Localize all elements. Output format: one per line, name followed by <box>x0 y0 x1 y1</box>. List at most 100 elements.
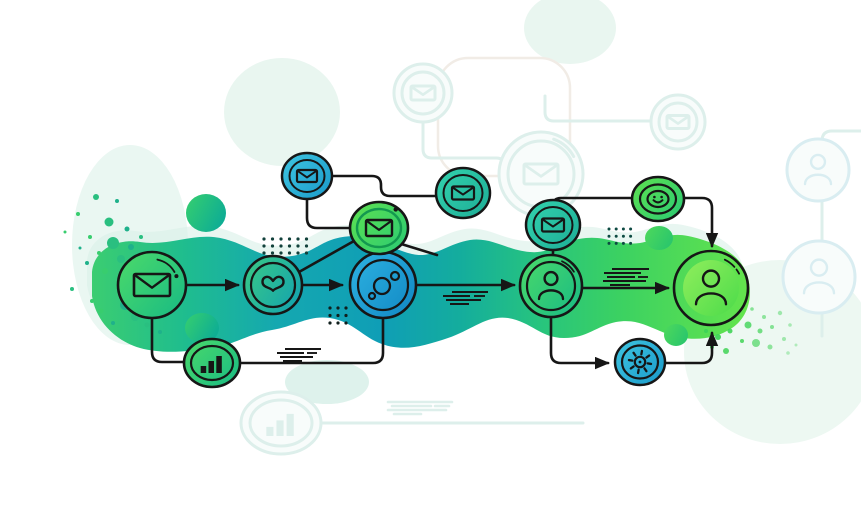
scatter-dot <box>727 328 733 334</box>
grid-dot <box>262 237 266 241</box>
grid-dot <box>629 227 633 231</box>
green-blob <box>645 226 673 250</box>
grid-dot <box>607 234 611 238</box>
scatter-dot <box>786 351 790 355</box>
node-inner-ring <box>638 183 678 215</box>
bar-chart-icon <box>266 413 294 436</box>
scatter-dot <box>70 287 74 291</box>
node-mail-mid <box>434 166 492 220</box>
node-member <box>672 249 750 327</box>
person-icon <box>694 269 728 306</box>
node-inner-ring <box>249 261 297 309</box>
node-layer <box>116 151 750 389</box>
envelope-icon <box>409 84 437 102</box>
node-email-start <box>116 250 188 320</box>
connector-analytics-to-share <box>239 317 385 365</box>
grid-dot <box>262 244 266 248</box>
scatter-dot <box>715 334 721 340</box>
ghost-node-person-a <box>785 137 851 203</box>
grid-dot <box>607 241 611 245</box>
connector-gear-to-member <box>664 331 719 365</box>
scatter-dot <box>767 344 773 350</box>
connector-person-to-gear <box>549 316 610 370</box>
grid-dot <box>262 251 266 255</box>
envelope-icon <box>450 185 476 201</box>
grid-dot <box>287 251 292 255</box>
node-inner-ring <box>400 70 446 116</box>
scatter-dot <box>777 310 783 316</box>
node-analytics <box>182 337 242 389</box>
accent-arc <box>723 258 736 268</box>
node-inbox <box>524 198 582 252</box>
wash-blob <box>224 58 340 166</box>
node-gear <box>613 337 667 387</box>
grid-dot <box>287 244 292 248</box>
scatter-dot <box>782 337 786 341</box>
scatter-dot <box>124 226 130 232</box>
scatter-dot <box>794 343 798 347</box>
scatter-dot <box>88 235 92 239</box>
accent-arc <box>561 260 575 273</box>
scatter-dot <box>158 330 162 334</box>
envelope-icon <box>364 218 394 238</box>
grid-dot <box>344 321 348 325</box>
node-inner-ring <box>620 344 660 380</box>
scatter-dot <box>740 339 744 343</box>
scatter-dot <box>76 212 80 216</box>
text-lines <box>443 291 488 305</box>
grid-dot <box>328 313 332 318</box>
connector-email-down-elbow <box>150 317 185 364</box>
scatter-dot <box>104 217 114 227</box>
bar-chart-icon <box>200 356 222 373</box>
person-icon <box>803 153 833 186</box>
scatter-dot <box>90 299 94 303</box>
scatter-dot <box>102 268 108 274</box>
ghost-node-mail-b <box>649 93 707 151</box>
gear-icon <box>627 349 653 375</box>
grid-dot <box>304 237 309 241</box>
scatter-dot <box>144 322 150 328</box>
grid-dot <box>614 241 618 245</box>
scatter-dot <box>128 244 134 250</box>
scatter-dot <box>115 199 119 203</box>
ghost-node-person-b <box>781 239 857 315</box>
grid-dot <box>629 241 633 245</box>
node-inner-ring <box>355 207 403 249</box>
scatter-dot <box>97 251 101 255</box>
decoration-layer <box>63 194 798 355</box>
scatter-dot <box>85 261 89 265</box>
dot-grid <box>328 306 348 325</box>
wash-blob <box>285 360 369 404</box>
scatter-dot <box>752 339 760 347</box>
node-ring <box>672 249 750 327</box>
accent-arc <box>735 268 740 275</box>
grid-dot <box>621 234 625 238</box>
grid-dot <box>621 227 625 231</box>
grid-dot <box>296 251 300 255</box>
dot-grid <box>607 227 633 245</box>
scatter-dot <box>723 348 729 354</box>
grid-dot <box>287 237 292 241</box>
grid-dot <box>296 237 300 241</box>
grid-dot <box>304 244 309 248</box>
node-inner-ring <box>189 344 235 382</box>
scatter-dot <box>98 308 104 314</box>
accent-arc <box>156 258 176 273</box>
wash-blob <box>524 0 616 64</box>
grid-dot <box>328 306 332 310</box>
grid-dot <box>270 237 275 241</box>
node-ring <box>781 239 857 315</box>
connector-mailtopleft-right <box>331 174 437 198</box>
node-share <box>348 250 418 320</box>
accent-dot <box>393 207 398 212</box>
node-smiley <box>630 175 686 223</box>
node-person <box>518 253 584 319</box>
grid-dot <box>629 234 633 238</box>
node-favorite <box>242 254 304 316</box>
node-inner-ring <box>248 398 314 448</box>
scatter-dot <box>757 328 763 334</box>
envelope-icon <box>132 272 172 298</box>
grid-dot <box>279 237 283 241</box>
